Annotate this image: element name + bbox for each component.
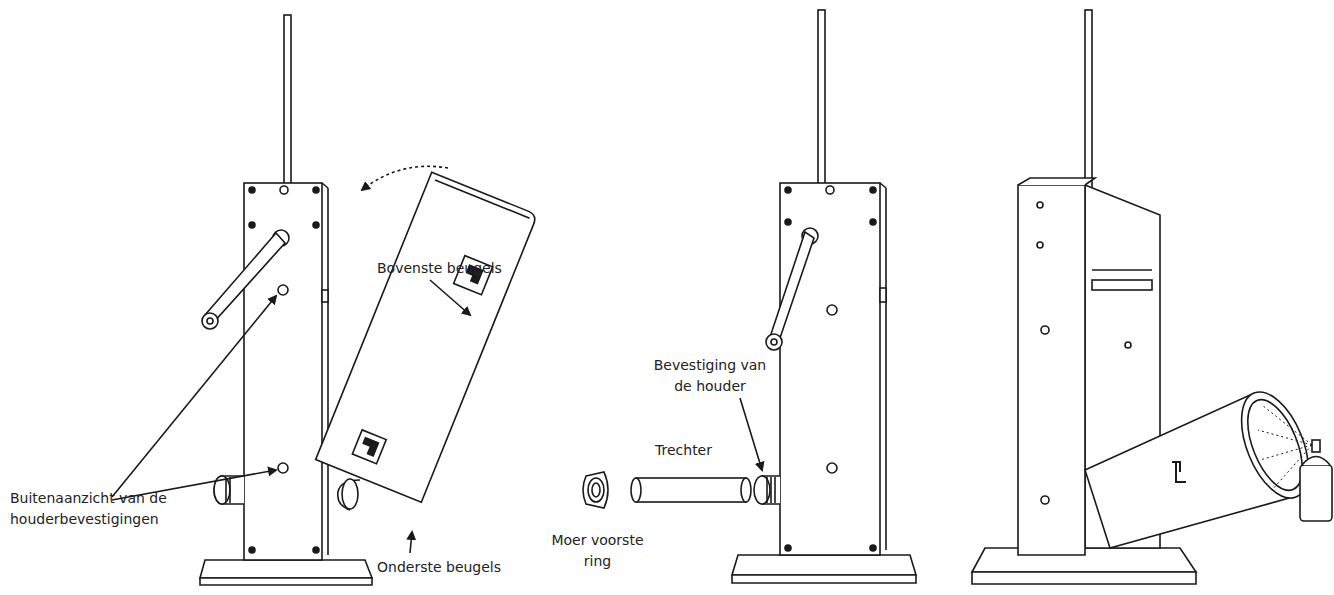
part-label: Moer voorste ring	[550, 530, 645, 572]
part-label: Buitenaanzicht van de houderbevestiginge…	[10, 488, 185, 530]
part-label: Bevestiging van de houder	[650, 355, 770, 397]
part-label: Bovenste beugels	[377, 258, 502, 279]
part-label: Trechter	[655, 440, 712, 461]
stuffer-right	[972, 10, 1332, 584]
part-label: Onderste beugels	[377, 557, 501, 578]
stuffer-left	[112, 15, 537, 585]
stuffer-middle	[583, 10, 916, 583]
